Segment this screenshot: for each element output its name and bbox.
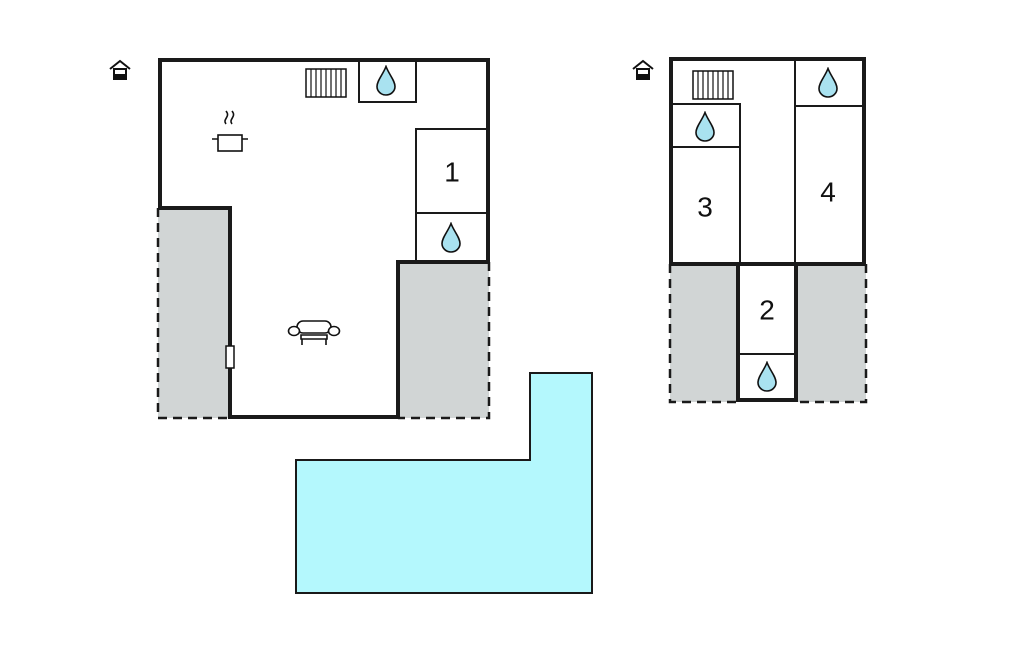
water-drop-icon: [441, 222, 461, 253]
room-3-label: 3: [697, 192, 713, 223]
water-drop-icon: [818, 67, 838, 98]
ground-floor-plan: 1: [109, 58, 491, 420]
house-level-icon: [632, 60, 654, 80]
room-2-wall: [736, 264, 798, 402]
terrace-left-outline: [156, 208, 230, 420]
ground-floor-outer-wall: [158, 58, 490, 419]
radiator-icon: [305, 68, 347, 98]
upper-terrace-left-outline: [668, 264, 738, 404]
sofa-icon: [287, 320, 341, 345]
water-drop-icon: [695, 111, 715, 142]
ground-floor-level-icon: [109, 60, 131, 80]
upper-floor-plan: 3 4 2: [632, 57, 868, 404]
cooking-pot-icon: [212, 110, 248, 152]
water-drop-icon: [376, 65, 396, 96]
room-2-label: 2: [759, 295, 775, 326]
upper-terrace-right: [796, 264, 866, 402]
terrace-right: [398, 262, 489, 418]
room-3-wall: [671, 103, 741, 264]
upper-terrace-left: [670, 264, 738, 402]
upper-floor-outer-wall: [669, 57, 866, 266]
terrace-left: [158, 208, 230, 418]
water-drop-icon: [757, 361, 777, 392]
upper-floor-level-icon: [632, 60, 654, 80]
house-level-icon: [109, 60, 131, 80]
bathroom-room-1: [415, 212, 489, 263]
bathroom-top: [358, 59, 417, 103]
room-1-label: 1: [444, 157, 460, 188]
terrace-right-outline: [398, 262, 491, 420]
upper-terrace-right-outline: [796, 264, 868, 404]
room-4-label: 4: [820, 177, 836, 208]
swimming-pool-shape: [295, 372, 593, 594]
door-icon: [225, 345, 235, 369]
radiator-icon: [692, 70, 734, 100]
